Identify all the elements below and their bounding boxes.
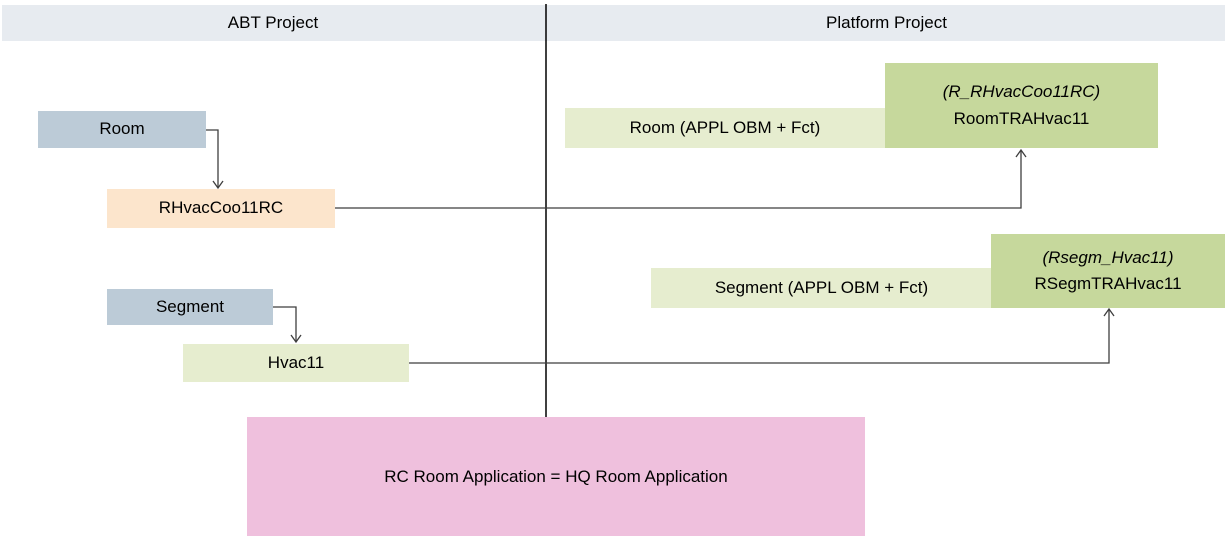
- node-segment: Segment: [107, 289, 273, 325]
- arrow-rhvac-to-roomtra: [335, 148, 1027, 209]
- arrow-hvac11-to-rsegmtra: [409, 307, 1115, 364]
- node-rsegmtrahvac11: (Rsegm_Hvac11) RSegmTRAHvac11: [991, 234, 1225, 308]
- arrow-room-to-rhvac: [206, 129, 224, 190]
- node-room-appl-obm-fct: Room (APPL OBM + Fct): [565, 108, 885, 148]
- column-header-abt: ABT Project: [227, 13, 319, 32]
- node-hvac11: Hvac11: [183, 344, 409, 382]
- node-room: Room: [38, 111, 206, 148]
- arrow-segment-to-hvac11: [273, 306, 302, 344]
- node-roomtrahvac11-alias: (R_RHvacCoo11RC): [942, 82, 1101, 102]
- node-segment-appl-obm-fct: Segment (APPL OBM + Fct): [651, 268, 992, 308]
- node-rhvaccoo11rc: RHvacCoo11RC: [107, 189, 335, 228]
- node-roomtrahvac11: (R_RHvacCoo11RC) RoomTRAHvac11: [885, 63, 1158, 148]
- node-rsegmtrahvac11-alias: (Rsegm_Hvac11): [1042, 247, 1174, 267]
- note-rc-room-application: RC Room Application = HQ Room Applicatio…: [247, 417, 865, 536]
- column-header-platform: Platform Project: [826, 13, 947, 32]
- node-roomtrahvac11-label: RoomTRAHvac11: [953, 108, 1090, 128]
- header-bar: ABT Project Platform Project: [2, 5, 1225, 41]
- node-rsegmtrahvac11-label: RSegmTRAHvac11: [1034, 274, 1182, 293]
